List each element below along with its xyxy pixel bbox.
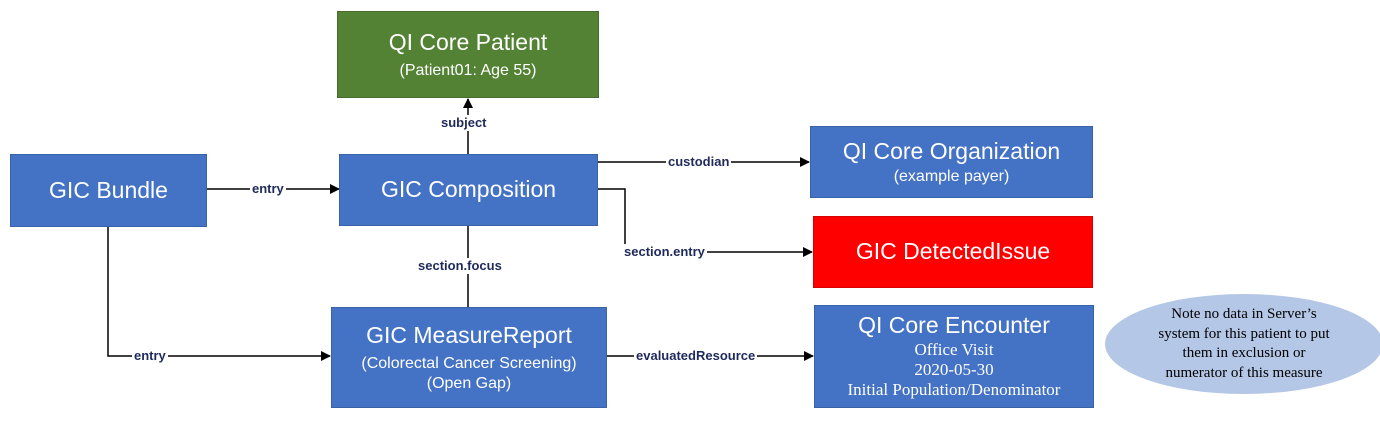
node-qi-core-organization: QI Core Organization (example payer) [810, 126, 1093, 198]
label-custodian: custodian [666, 154, 732, 170]
node-title: QI Core Patient [388, 28, 548, 55]
node-title: QI Core Encounter [858, 312, 1050, 339]
node-qi-core-patient: QI Core Patient (Patient01: Age 55) [337, 11, 599, 98]
node-gic-bundle: GIC Bundle [10, 154, 207, 227]
node-line-2: 2020-05-30 [914, 360, 994, 380]
node-title: QI Core Organization [842, 138, 1061, 165]
node-subtitle: (example payer) [893, 167, 1010, 185]
label-section-focus: section.focus [416, 258, 504, 274]
note-ellipse: Note no data in Server’s system for this… [1105, 294, 1380, 394]
label-evaluated-resource: evaluatedResource [634, 348, 758, 364]
node-gic-composition: GIC Composition [339, 154, 598, 226]
node-line-2: (Open Gap) [426, 375, 512, 393]
note-line-3: them in exclusion or [1182, 345, 1306, 361]
label-entry-composition: entry [250, 181, 286, 197]
node-gic-detected-issue: GIC DetectedIssue [813, 216, 1093, 288]
node-title: GIC DetectedIssue [855, 238, 1051, 265]
label-entry-measure-report: entry [132, 348, 168, 364]
note-line-1: Note no data in Server’s [1171, 306, 1317, 322]
node-line-3: Initial Population/Denominator [847, 380, 1061, 400]
label-section-entry: section.entry [622, 244, 707, 260]
node-subtitle: (Patient01: Age 55) [399, 62, 537, 80]
label-subject: subject [439, 115, 489, 131]
edge-section-entry [598, 188, 813, 257]
node-title: GIC Composition [380, 176, 557, 203]
node-line-1: (Colorectal Cancer Screening) [361, 355, 577, 373]
node-title: GIC Bundle [49, 176, 168, 203]
note-line-2: system for this patient to put [1158, 325, 1330, 342]
edge-entry-measure-report [107, 227, 331, 361]
node-line-1: Office Visit [914, 339, 994, 359]
node-gic-measure-report: GIC MeasureReport (Colorectal Cancer Scr… [331, 307, 607, 408]
note-line-4: numerator of this measure [1165, 364, 1323, 381]
node-qi-core-encounter: QI Core Encounter Office Visit 2020-05-3… [814, 305, 1094, 408]
node-title: GIC MeasureReport [366, 321, 572, 348]
